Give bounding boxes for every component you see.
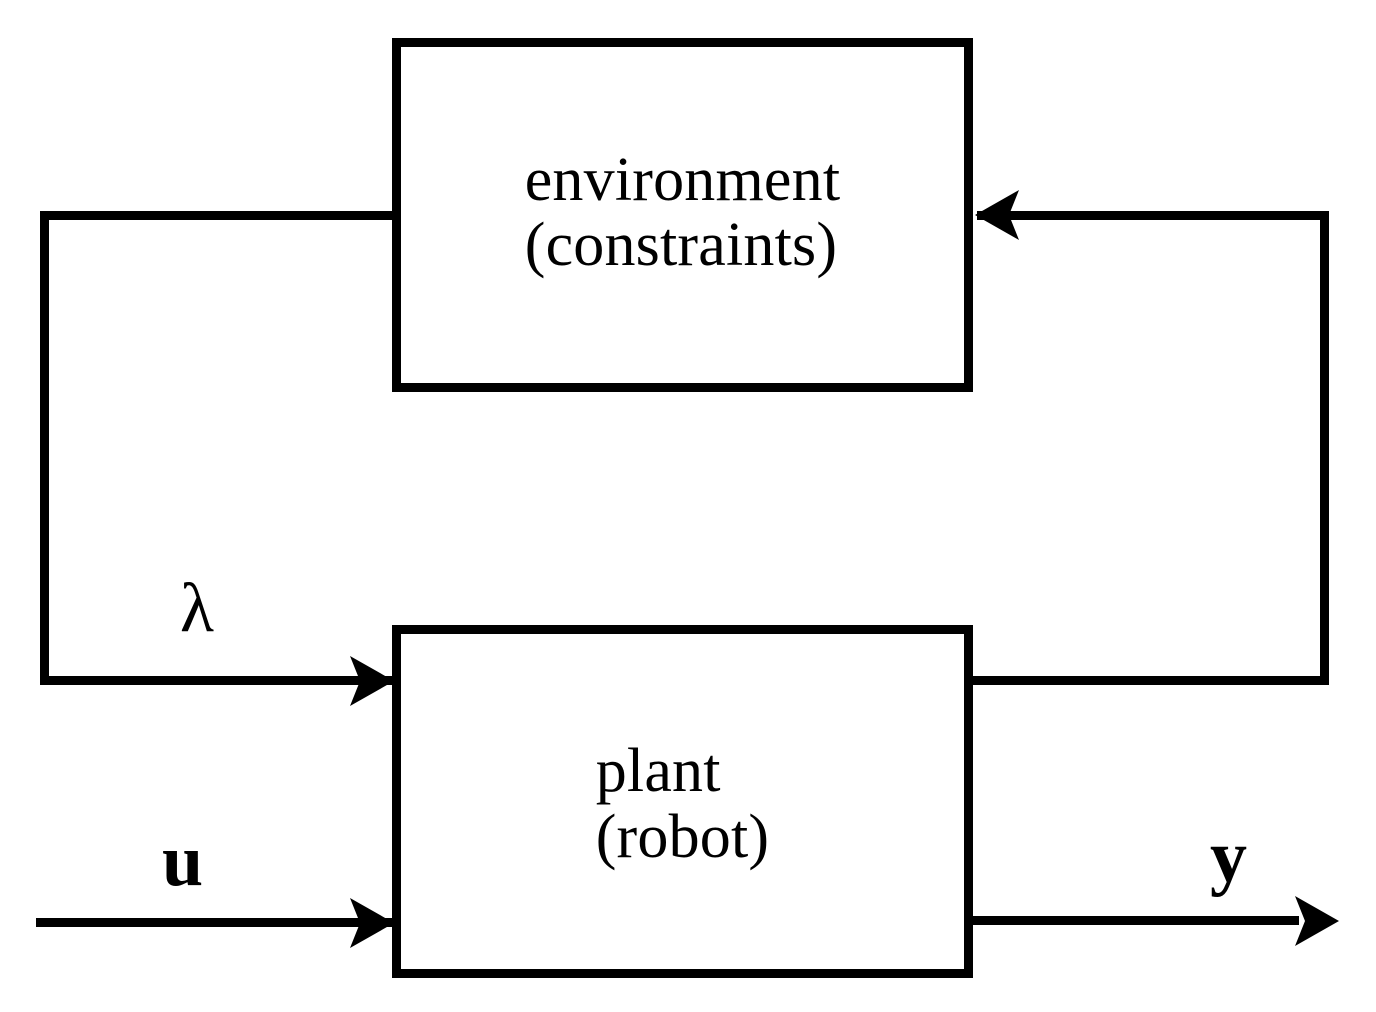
environment-label-line2: (constraints) [524,211,838,279]
wire-input-u [36,918,396,927]
wire-left-vertical [40,211,49,685]
arrowhead-input-u [350,898,394,948]
arrowhead-lambda-into-plant [350,656,394,706]
arrowhead-into-environment [975,190,1019,240]
arrowhead-output-y [1295,896,1339,946]
wire-lambda-into-plant [40,676,396,685]
signal-label-y: y [1210,816,1247,898]
environment-block[interactable]: environment (constraints) [392,38,973,392]
wire-output-y [969,916,1299,925]
wire-env-left-out [40,211,396,220]
signal-label-lambda: λ [180,570,214,647]
plant-label-line1: plant [595,737,721,806]
plant-label-line2: (robot) [595,802,770,871]
wire-into-environment [977,211,1329,220]
wire-plant-right-out [969,676,1329,685]
plant-block[interactable]: plant (robot) [392,625,973,978]
environment-label-line1: environment [524,145,841,214]
environment-block-label: environment (constraints) [524,145,841,279]
plant-block-label: plant (robot) [596,739,770,869]
wire-right-vertical [1320,211,1329,685]
signal-label-u: u [162,820,204,902]
